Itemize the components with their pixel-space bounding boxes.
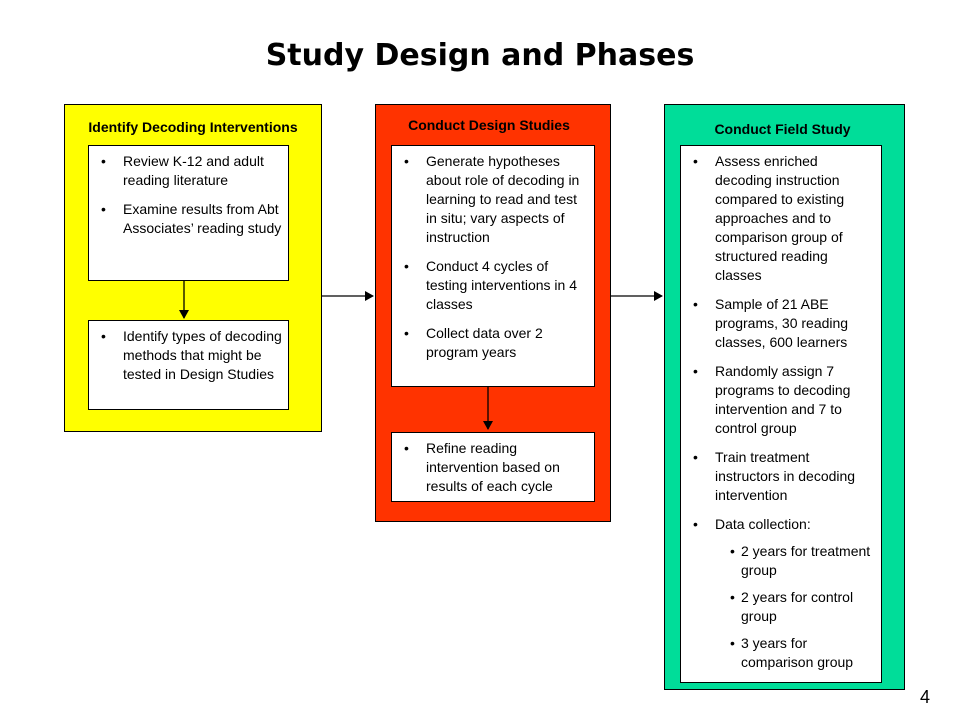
literature-review-box: Review K-12 and adult reading literature… bbox=[88, 145, 289, 281]
data-collection-label: Data collection: bbox=[715, 516, 811, 532]
panel-title: Identify Decoding Interventions bbox=[88, 119, 298, 135]
design-studies-box: Generate hypotheses about role of decodi… bbox=[391, 145, 595, 387]
bullet-item: Generate hypotheses about role of decodi… bbox=[400, 152, 588, 247]
bullet-item: Randomly assign 7 programs to decoding i… bbox=[689, 362, 875, 438]
bullet-item: Identify types of decoding methods that … bbox=[97, 327, 282, 384]
sub-bullet-item: 2 years for treatment group bbox=[715, 542, 875, 580]
bullet-item: Refine reading intervention based on res… bbox=[400, 439, 588, 496]
panel-title: Conduct Design Studies bbox=[408, 117, 570, 133]
field-study-box: Assess enriched decoding instruction com… bbox=[680, 145, 882, 683]
panel-conduct-design-studies: Conduct Design Studies Generate hypothes… bbox=[375, 104, 611, 522]
sub-bullet-item: 2 years for control group bbox=[715, 588, 875, 626]
decoding-methods-box: Identify types of decoding methods that … bbox=[88, 320, 289, 410]
bullet-item: Review K-12 and adult reading literature bbox=[97, 152, 282, 190]
panel-identify-decoding-interventions: Identify Decoding Interventions Review K… bbox=[64, 104, 322, 432]
bullet-item: Sample of 21 ABE programs, 30 reading cl… bbox=[689, 295, 875, 352]
bullet-item: Conduct 4 cycles of testing intervention… bbox=[400, 257, 588, 314]
panel-conduct-field-study: Conduct Field Study Assess enriched deco… bbox=[664, 104, 905, 690]
panel-title: Conduct Field Study bbox=[714, 121, 851, 137]
bullet-item: Data collection: 2 years for treatment g… bbox=[689, 515, 875, 672]
page-number: 4 bbox=[919, 687, 930, 707]
page-title: Study Design and Phases bbox=[265, 38, 695, 73]
bullet-item: Assess enriched decoding instruction com… bbox=[689, 152, 875, 285]
bullet-item: Collect data over 2 program years bbox=[400, 324, 588, 362]
refine-intervention-box: Refine reading intervention based on res… bbox=[391, 432, 595, 502]
sub-bullet-item: 3 years for comparison group bbox=[715, 634, 875, 672]
bullet-item: Examine results from Abt Associates’ rea… bbox=[97, 200, 282, 238]
bullet-item: Train treatment instructors in decoding … bbox=[689, 448, 875, 505]
